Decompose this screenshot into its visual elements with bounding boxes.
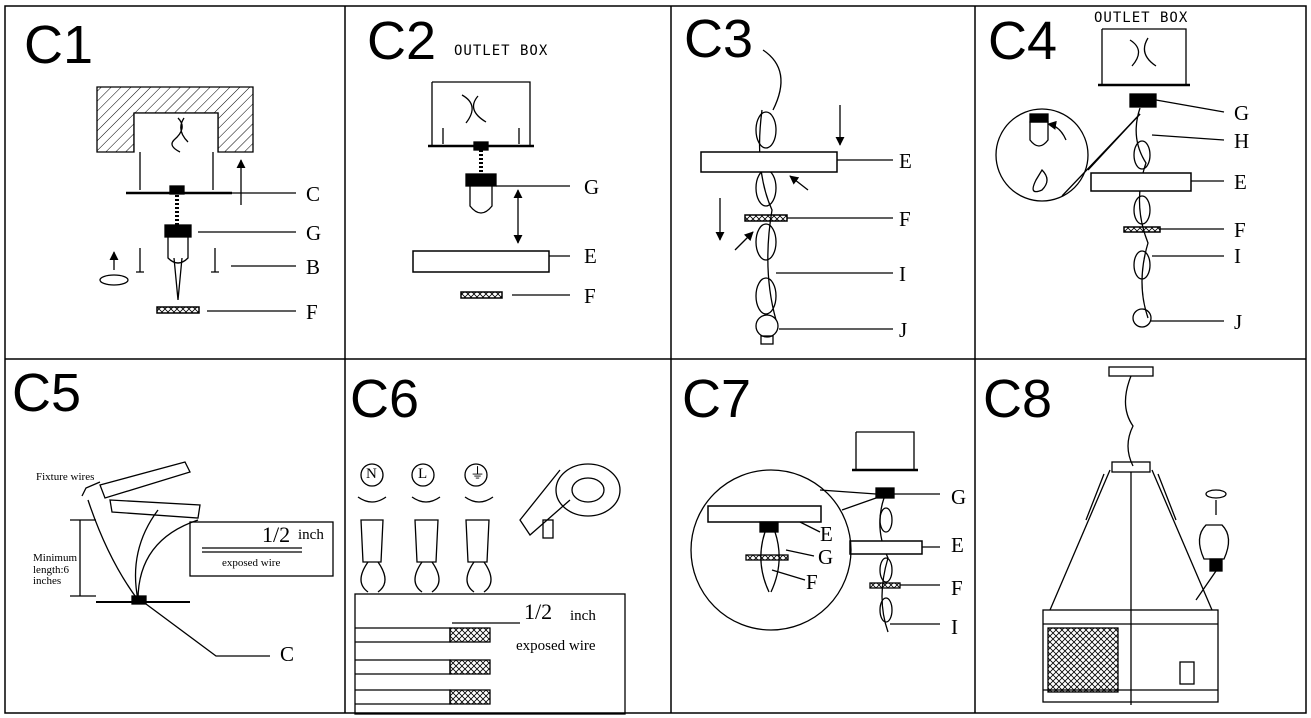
c5-fixture-wires-label: Fixture wires — [36, 471, 95, 483]
c4-label-g: G — [1234, 101, 1250, 125]
c1-label-c: C — [306, 182, 321, 206]
panel-grid — [4, 5, 1307, 714]
c5-exposed-wire-label: exposed wire — [222, 557, 281, 569]
c6-exposed-wire-label: exposed wire — [516, 638, 596, 654]
c4-label-f: F — [1234, 218, 1246, 242]
step-c2: C2 — [367, 11, 437, 71]
c4-label-h: H — [1234, 129, 1250, 153]
c2-outlet-box-caption: OUTLET BOX — [454, 43, 549, 59]
step-c5: C5 — [12, 363, 82, 423]
c6-ground-symbol: ⏚ — [470, 466, 486, 482]
c5-label-c: C — [280, 642, 295, 666]
c3-label-f: F — [899, 207, 911, 231]
panel-c4-drawing — [995, 28, 1225, 328]
c4-label-i: I — [1234, 244, 1241, 268]
c2-label-f: F — [584, 284, 596, 308]
c1-label-g: G — [306, 221, 322, 245]
panel-c1-drawing — [96, 86, 296, 314]
c4-label-e: E — [1234, 170, 1247, 194]
panel-c3-drawing — [700, 49, 893, 345]
step-c1: C1 — [24, 15, 94, 75]
c5-measure-value: 1/2 — [262, 522, 291, 547]
c1-label-b: B — [306, 255, 321, 279]
panel-c5-drawing — [70, 461, 334, 657]
c5-minimum-length-label: Minimum length:6 inches — [33, 552, 78, 588]
c7-label-e: E — [951, 533, 964, 557]
c7-label-f: F — [951, 576, 963, 600]
step-c3: C3 — [684, 9, 754, 69]
panel-c2-drawing — [412, 81, 570, 299]
c7-label-g: G — [951, 485, 967, 509]
panel-c8-drawing — [1042, 366, 1230, 705]
c6-measure-value: 1/2 — [524, 599, 553, 624]
c6-line-symbol: L — [418, 466, 428, 482]
c4-label-j: J — [1234, 310, 1243, 334]
c4-outlet-box-caption: OUTLET BOX — [1094, 10, 1189, 26]
c2-label-g: G — [584, 175, 600, 199]
c7-detail-label-f: F — [806, 570, 818, 594]
c6-neutral-symbol: N — [366, 466, 377, 482]
c7-label-i: I — [951, 615, 958, 639]
step-c7: C7 — [682, 369, 752, 429]
c7-detail-label-e: E — [820, 522, 833, 546]
c3-label-e: E — [899, 149, 912, 173]
step-c4: C4 — [988, 11, 1058, 71]
panel-c7-drawing — [690, 431, 940, 633]
c2-label-e: E — [584, 244, 597, 268]
c3-label-j: J — [899, 318, 908, 342]
step-c8: C8 — [983, 369, 1053, 429]
c5-measure-unit: inch — [298, 527, 324, 543]
c7-detail-label-g: G — [818, 545, 834, 569]
c6-measure-unit: inch — [570, 608, 596, 624]
panel-c6-drawing — [354, 463, 626, 715]
c1-label-f: F — [306, 300, 318, 324]
c3-label-i: I — [899, 262, 906, 286]
step-c6: C6 — [350, 369, 420, 429]
